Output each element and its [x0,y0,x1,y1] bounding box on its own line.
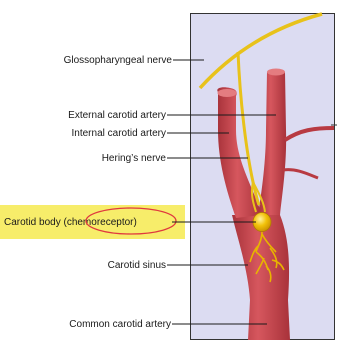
label-internal-carotid-artery: Internal carotid artery [72,128,167,139]
label-common-carotid-artery: Common carotid artery [69,319,171,330]
internal-carotid-end [218,89,237,97]
label-carotid-body-prefix: Carotid body ( [4,217,67,228]
external-carotid-end [267,69,285,76]
label-glossopharyngeal-nerve: Glossopharyngeal nerve [64,55,173,66]
label-carotid-body-suffix: ) [134,217,137,228]
label-herings-nerve: Hering’s nerve [102,153,167,164]
label-carotid-sinus: Carotid sinus [108,260,166,271]
label-carotid-body: Carotid body (chemoreceptor) [4,217,137,228]
label-chemoreceptor: chemoreceptor [67,217,134,228]
label-external-carotid-artery: External carotid artery [68,110,166,121]
